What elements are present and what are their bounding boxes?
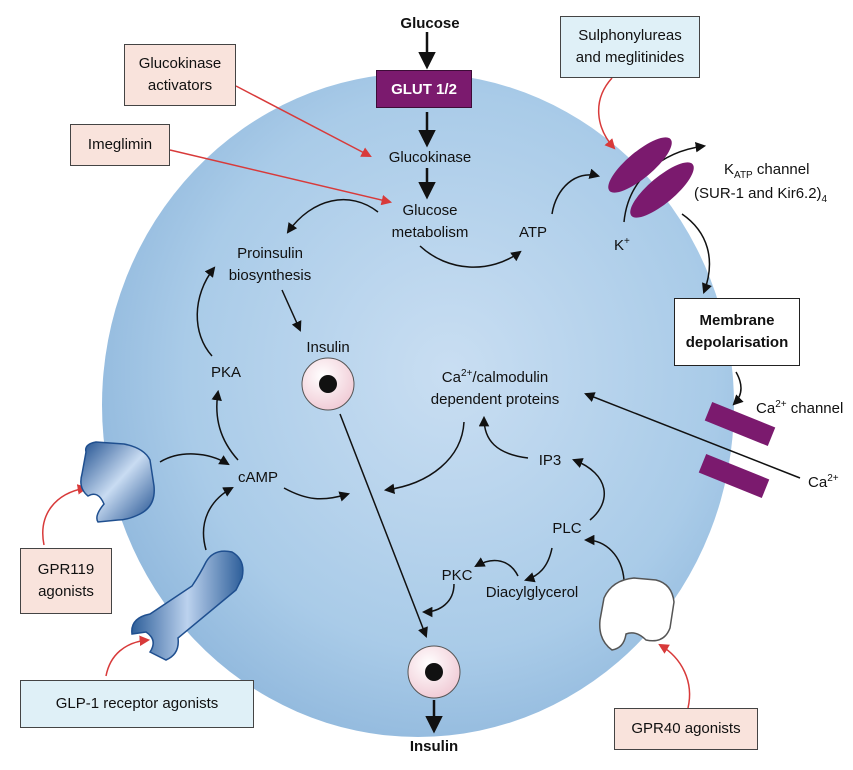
glucokinase-activators-line2: activators xyxy=(147,77,213,94)
katp-channel-label: KATP channel xyxy=(724,161,809,181)
glucose-metabolism-label-line2: metabolism xyxy=(392,224,469,241)
gpr119-agonists-box: GPR119 agonists xyxy=(20,548,112,614)
glucokinase-label: Glucokinase xyxy=(389,149,472,166)
ca-channel-lower xyxy=(698,453,770,499)
arrow-metabolism-to-proinsulin xyxy=(286,198,379,234)
arrow-plc-to-diacylglycerol xyxy=(524,547,553,583)
arrow-ip3-to-calmodulin xyxy=(478,415,529,459)
ca-channel-label: Ca2+ channel xyxy=(756,399,843,417)
katp-channel-subunit-1 xyxy=(608,137,672,193)
arrow-atp-to-katp xyxy=(551,168,601,215)
proinsulin-biosynthesis-label-line2: biosynthesis xyxy=(229,267,312,284)
arrow-depolarisation-to-ca-channel xyxy=(732,371,744,406)
glp1-agonists-box: GLP-1 receptor agonists xyxy=(20,680,254,728)
arrow-camp-to-exocytosis xyxy=(283,487,351,502)
glp1-receptor xyxy=(131,550,244,661)
glut-label: GLUT 1/2 xyxy=(391,80,457,98)
glucose-metabolism-label-line1: Glucose xyxy=(402,202,457,219)
membrane-depolarisation-line2: depolarisation xyxy=(685,334,789,351)
arrow-glucokinase-activators xyxy=(235,85,372,157)
imeglimin-box: Imeglimin xyxy=(70,124,170,166)
gpr40-receptor xyxy=(599,577,675,651)
katp-channel-subunits-label: (SUR-1 and Kir6.2)4 xyxy=(694,185,828,205)
pka-label: PKA xyxy=(211,364,241,381)
arrow-pkc-to-exocytosis xyxy=(421,583,455,618)
plc-label: PLC xyxy=(552,520,581,537)
arrow-camp-to-pka xyxy=(211,389,239,461)
ip3-label: IP3 xyxy=(539,452,562,469)
gpr119-receptor xyxy=(80,441,155,523)
arrow-gpr119-to-camp xyxy=(159,453,230,466)
glut-transporter: GLUT 1/2 xyxy=(376,70,472,108)
glucose-label: Glucose xyxy=(400,15,459,32)
pkc-label: PKC xyxy=(442,567,473,584)
gpr119-agonists-line1: GPR119 xyxy=(37,561,95,578)
insulin-vesicle-core xyxy=(319,375,337,393)
arrow-gpr119-agonists xyxy=(42,484,89,546)
arrow-glp1-agonists xyxy=(105,635,151,677)
gpr40-agonists-box: GPR40 agonists xyxy=(614,708,758,750)
katp-channel-subunit-2 xyxy=(630,162,694,218)
beta-cell-body xyxy=(102,73,734,737)
glucokinase-activators-line1: Glucokinase xyxy=(138,55,222,72)
camp-label: cAMP xyxy=(238,469,278,486)
arrow-imeglimin xyxy=(169,149,393,206)
arrow-pka-to-proinsulin xyxy=(196,266,216,357)
proinsulin-biosynthesis-label-line1: Proinsulin xyxy=(237,245,303,262)
secreted-insulin-vesicle-core xyxy=(425,663,443,681)
arrow-gpr40-to-plc xyxy=(583,534,625,581)
arrow-plc-to-ip3 xyxy=(572,458,605,521)
arrow-sulphonylureas xyxy=(598,77,616,150)
imeglimin-label: Imeglimin xyxy=(87,136,153,153)
glucokinase-activators-box: Glucokinase activators xyxy=(124,44,236,106)
arrow-ca-influx xyxy=(584,392,801,479)
diacylglycerol-label: Diacylglycerol xyxy=(486,584,579,601)
atp-label: ATP xyxy=(519,224,547,241)
insulin-release-label: Insulin xyxy=(410,738,458,755)
calcium-ion-label: Ca2+ xyxy=(808,473,839,491)
insulin-label: Insulin xyxy=(306,339,349,356)
arrow-insulin-vesicle-to-membrane xyxy=(339,413,428,638)
sulphonylureas-line1: Sulphonylureas xyxy=(578,27,682,44)
arrow-calmodulin-to-exocytosis xyxy=(383,421,465,495)
membrane-depolarisation-line1: Membrane xyxy=(699,312,775,329)
gpr119-agonists-line2: agonists xyxy=(38,583,94,600)
ca-calmodulin-label: Ca2+/calmodulin xyxy=(442,368,548,386)
gpr40-agonists-label: GPR40 agonists xyxy=(631,720,741,737)
potassium-ion-label: K+ xyxy=(614,236,630,254)
arrow-katp-to-depolarisation xyxy=(681,213,712,294)
ca-channel-upper xyxy=(704,401,776,447)
sulphonylureas-box: Sulphonylureas and meglitinides xyxy=(560,16,700,78)
arrow-metabolism-to-atp xyxy=(419,245,522,268)
arrow-diacylglycerol-to-pkc xyxy=(474,557,519,577)
glp1-agonists-label: GLP-1 receptor agonists xyxy=(55,695,219,712)
membrane-depolarisation-box: Membrane depolarisation xyxy=(674,298,800,366)
arrow-glp1-to-camp xyxy=(202,486,234,551)
dependent-proteins-label: dependent proteins xyxy=(431,391,559,408)
arrow-proinsulin-to-insulin xyxy=(281,289,302,332)
arrow-gpr40-agonists xyxy=(658,643,691,709)
sulphonylureas-line2: and meglitinides xyxy=(575,49,685,66)
